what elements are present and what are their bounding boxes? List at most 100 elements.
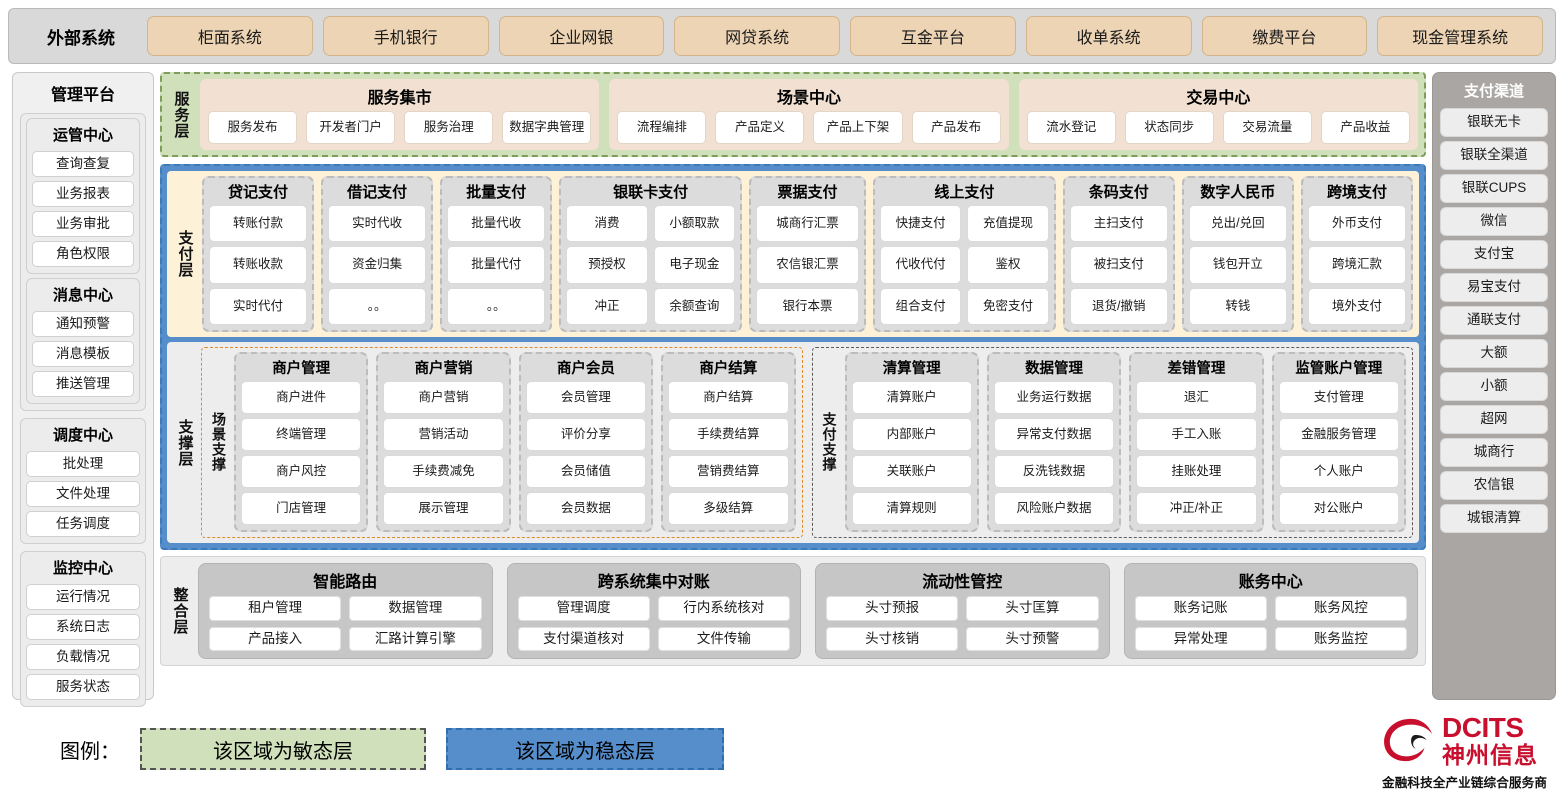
support-item[interactable]: 退汇: [1136, 381, 1257, 414]
payment-item[interactable]: 外币支付: [1307, 205, 1406, 243]
payment-item[interactable]: 跨境汇款: [1307, 246, 1406, 284]
payment-item[interactable]: 冲正: [566, 287, 648, 325]
management-item[interactable]: 服务状态: [26, 674, 140, 700]
integration-item[interactable]: 管理调度: [517, 596, 650, 621]
service-item[interactable]: 服务治理: [404, 111, 494, 144]
integration-item[interactable]: 产品接入: [209, 626, 342, 651]
support-item[interactable]: 反洗钱数据: [993, 455, 1115, 488]
payment-item[interactable]: 退货/撤销: [1069, 287, 1168, 325]
external-system-chip[interactable]: 柜面系统: [147, 16, 313, 56]
management-item[interactable]: 运行情况: [26, 584, 140, 610]
payment-item[interactable]: 电子现金: [653, 246, 735, 284]
service-item[interactable]: 交易流量: [1222, 111, 1312, 144]
support-item[interactable]: 内部账户: [851, 418, 972, 451]
management-item[interactable]: 业务报表: [32, 181, 134, 207]
external-system-chip[interactable]: 收单系统: [1025, 16, 1192, 56]
payment-item[interactable]: 免密支付: [967, 287, 1049, 325]
management-item[interactable]: 消息模板: [32, 341, 134, 367]
payment-item[interactable]: 银行本票: [756, 287, 859, 325]
management-item[interactable]: 角色权限: [32, 241, 134, 267]
payment-channel-item[interactable]: 易宝支付: [1440, 273, 1548, 302]
support-item[interactable]: 营销活动: [383, 418, 504, 451]
support-item[interactable]: 对公账户: [1278, 492, 1399, 525]
payment-item[interactable]: 转账收款: [209, 246, 308, 284]
payment-channel-item[interactable]: 大额: [1440, 339, 1548, 368]
payment-channel-item[interactable]: 农信银: [1440, 471, 1548, 500]
payment-item[interactable]: 主扫支付: [1069, 205, 1168, 243]
payment-channel-item[interactable]: 银联CUPS: [1440, 174, 1548, 203]
service-item[interactable]: 产品定义: [715, 111, 805, 144]
integration-item[interactable]: 头寸预警: [966, 626, 1099, 651]
support-item[interactable]: 门店管理: [241, 492, 362, 525]
support-item[interactable]: 会员储值: [525, 455, 647, 488]
support-item[interactable]: 会员数据: [525, 492, 647, 525]
support-item[interactable]: 个人账户: [1278, 455, 1399, 488]
integration-item[interactable]: 账务监控: [1274, 626, 1407, 651]
management-item[interactable]: 通知预警: [32, 311, 134, 337]
support-item[interactable]: 业务运行数据: [993, 381, 1115, 414]
external-system-chip[interactable]: 网贷系统: [674, 16, 840, 56]
payment-channel-item[interactable]: 银联全渠道: [1440, 141, 1548, 170]
support-item[interactable]: 商户进件: [241, 381, 362, 414]
service-item[interactable]: 产品发布: [911, 111, 1001, 144]
management-item[interactable]: 批处理: [26, 451, 140, 477]
service-item[interactable]: 流水登记: [1026, 111, 1116, 144]
service-item[interactable]: 流程编排: [617, 111, 707, 144]
integration-item[interactable]: 异常处理: [1134, 626, 1267, 651]
support-item[interactable]: 评价分享: [525, 418, 647, 451]
support-item[interactable]: 支付管理: [1278, 381, 1399, 414]
payment-channel-item[interactable]: 支付宝: [1440, 240, 1548, 269]
payment-channel-item[interactable]: 小额: [1440, 372, 1548, 401]
service-item[interactable]: 产品上下架: [813, 111, 903, 144]
management-item[interactable]: 任务调度: [26, 511, 140, 537]
payment-item[interactable]: 兑出/兑回: [1188, 205, 1287, 243]
support-item[interactable]: 手续费减免: [383, 455, 504, 488]
payment-item[interactable]: 消费: [566, 205, 648, 243]
support-item[interactable]: 关联账户: [851, 455, 972, 488]
integration-item[interactable]: 支付渠道核对: [517, 626, 650, 651]
payment-item[interactable]: 城商行汇票: [756, 205, 859, 243]
service-item[interactable]: 状态同步: [1124, 111, 1214, 144]
integration-item[interactable]: 汇路计算引擎: [349, 626, 482, 651]
management-item[interactable]: 业务审批: [32, 211, 134, 237]
payment-item[interactable]: 。。: [447, 287, 546, 325]
payment-item[interactable]: 批量代收: [447, 205, 546, 243]
payment-item[interactable]: 资金归集: [328, 246, 427, 284]
payment-item[interactable]: 钱包开立: [1188, 246, 1287, 284]
payment-channel-item[interactable]: 城银清算: [1440, 504, 1548, 533]
support-item[interactable]: 金融服务管理: [1278, 418, 1399, 451]
support-item[interactable]: 营销费结算: [668, 455, 789, 488]
support-item[interactable]: 冲正/补正: [1136, 492, 1257, 525]
integration-item[interactable]: 租户管理: [209, 596, 342, 621]
payment-item[interactable]: 转钱: [1188, 287, 1287, 325]
support-item[interactable]: 异常支付数据: [993, 418, 1115, 451]
payment-item[interactable]: 预授权: [566, 246, 648, 284]
service-item[interactable]: 产品收益: [1320, 111, 1410, 144]
integration-item[interactable]: 头寸预报: [826, 596, 959, 621]
payment-item[interactable]: 快捷支付: [880, 205, 962, 243]
payment-item[interactable]: 转账付款: [209, 205, 308, 243]
payment-item[interactable]: 被扫支付: [1069, 246, 1168, 284]
payment-item[interactable]: 余额查询: [653, 287, 735, 325]
management-item[interactable]: 负载情况: [26, 644, 140, 670]
support-item[interactable]: 商户营销: [383, 381, 504, 414]
external-system-chip[interactable]: 企业网银: [498, 16, 665, 56]
management-item[interactable]: 系统日志: [26, 614, 140, 640]
service-item[interactable]: 服务发布: [208, 111, 298, 144]
payment-item[interactable]: 农信银汇票: [756, 246, 859, 284]
management-item[interactable]: 推送管理: [32, 371, 134, 397]
integration-item[interactable]: 账务风控: [1274, 596, 1407, 621]
service-item[interactable]: 数据字典管理: [502, 111, 592, 144]
payment-channel-item[interactable]: 城商行: [1440, 438, 1548, 467]
support-item[interactable]: 终端管理: [241, 418, 362, 451]
support-item[interactable]: 风险账户数据: [993, 492, 1115, 525]
payment-item[interactable]: 鉴权: [967, 246, 1049, 284]
support-item[interactable]: 清算账户: [851, 381, 972, 414]
payment-item[interactable]: 境外支付: [1307, 287, 1406, 325]
support-item[interactable]: 展示管理: [383, 492, 504, 525]
integration-item[interactable]: 数据管理: [349, 596, 482, 621]
payment-item[interactable]: 。。: [328, 287, 427, 325]
external-system-chip[interactable]: 现金管理系统: [1377, 16, 1543, 56]
support-item[interactable]: 挂账处理: [1136, 455, 1257, 488]
external-system-chip[interactable]: 互金平台: [850, 16, 1016, 56]
